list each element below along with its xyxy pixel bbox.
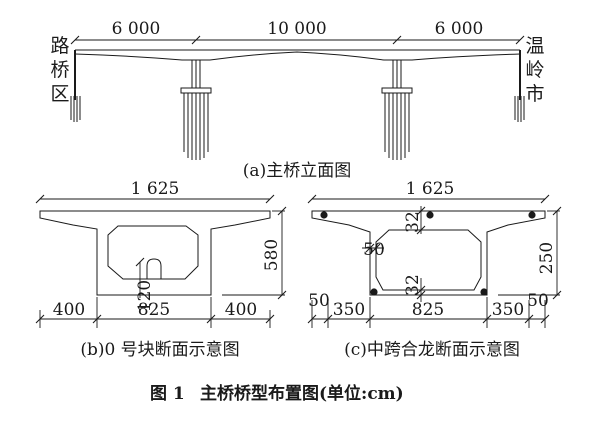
- section-c-outline: [311, 210, 546, 296]
- pier-left: [180, 60, 212, 160]
- pier-right: [381, 60, 413, 160]
- left-end-char-3: 区: [50, 83, 69, 105]
- section-b-inner-cell: [107, 225, 199, 280]
- right-abutment: [514, 50, 525, 122]
- section-b-outline: [39, 210, 271, 296]
- caption-a: (a)主桥立面图: [243, 161, 351, 181]
- caption-c: (c)中跨合龙断面示意图: [344, 340, 520, 360]
- section-b-bottom-middle: 825: [138, 300, 170, 320]
- section-c-drawing: 1 625 32 50 32 250: [307, 179, 562, 360]
- section-c-web-thickness: 50: [363, 240, 385, 260]
- section-c-inner-cell: [375, 229, 482, 291]
- left-abutment: [70, 50, 81, 122]
- right-end-char-2: 岭: [525, 59, 544, 81]
- section-c-bottom-seg-4: 350: [492, 300, 524, 320]
- deck-soffit-line: [74, 51, 521, 61]
- section-c-bottom-seg-5: 50: [527, 291, 549, 311]
- section-c-bottom-slab-thickness: 32: [403, 274, 423, 296]
- span-left-label: 6 000: [112, 19, 161, 39]
- tendon-dot: [320, 211, 328, 219]
- left-end-char-1: 路: [50, 35, 69, 57]
- section-b-manhole: [146, 258, 162, 279]
- caption-b: (b)0 号块断面示意图: [80, 340, 239, 360]
- section-b-inner-label: 120: [135, 280, 155, 312]
- dim-tick: [515, 35, 525, 45]
- section-b-bottom-right: 400: [225, 300, 257, 320]
- right-end-char-1: 温: [525, 35, 544, 57]
- figure-number: 图 1: [150, 384, 185, 404]
- elevation-drawing: 6 000 10 000 6 000: [50, 19, 544, 181]
- section-b-height: 580: [262, 239, 282, 271]
- section-c-bottom-seg-1: 50: [308, 291, 330, 311]
- section-c-top-slab-thickness: 32: [403, 211, 423, 233]
- section-b-top-width: 1 625: [131, 179, 180, 199]
- dim-tick: [70, 35, 80, 45]
- section-c-bottom-seg-2: 350: [333, 300, 365, 320]
- section-b-bottom-left: 400: [53, 300, 85, 320]
- dim-tick: [392, 35, 402, 45]
- tendon-dot: [370, 288, 378, 296]
- tendon-dot: [480, 288, 488, 296]
- right-end-char-3: 市: [525, 83, 544, 105]
- dim-tick: [191, 35, 201, 45]
- tendon-dot: [426, 211, 434, 219]
- left-end-char-2: 桥: [50, 59, 69, 81]
- figure-title: 主桥桥型布置图(单位:cm): [200, 383, 404, 404]
- section-c-height: 250: [537, 242, 557, 274]
- span-middle-label: 10 000: [267, 19, 326, 39]
- tendon-dot: [528, 211, 536, 219]
- section-c-top-width: 1 625: [406, 179, 455, 199]
- section-b-drawing: 1 625 120 580 400 825 400 (b)0 号块断面示意图: [35, 179, 287, 360]
- span-right-label: 6 000: [435, 19, 484, 39]
- section-c-bottom-seg-3: 825: [412, 300, 444, 320]
